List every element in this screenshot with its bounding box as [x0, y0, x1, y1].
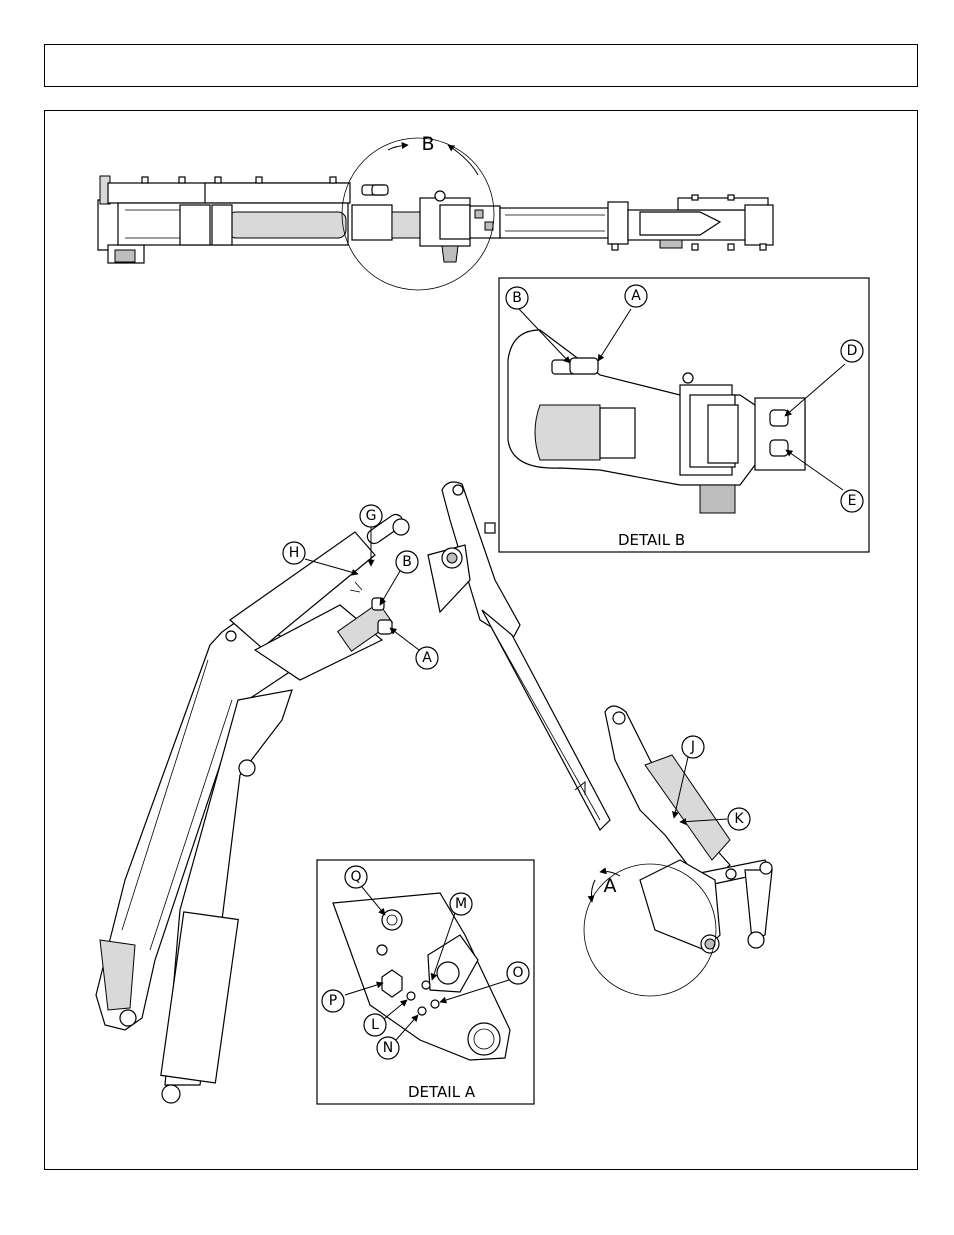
detail-a-callout-n: N [377, 1037, 399, 1059]
callout-b: B [396, 551, 418, 573]
svg-text:B: B [512, 290, 522, 306]
svg-text:B: B [402, 554, 412, 570]
callout-j: J [682, 736, 704, 758]
svg-text:A: A [422, 650, 432, 666]
section-marker-b: B [421, 133, 434, 155]
detail-a-callout-l: L [364, 1014, 386, 1036]
svg-text:L: L [371, 1017, 379, 1033]
detail-b-callout-b: B [506, 287, 528, 309]
svg-text:P: P [329, 993, 337, 1009]
callout-k: K [728, 808, 750, 830]
top-view-boom [98, 176, 773, 263]
svg-text:J: J [690, 739, 695, 755]
svg-text:G: G [366, 508, 377, 524]
detail-b-callout-e: E [841, 490, 863, 512]
detail-a-callout-o: O [507, 962, 529, 984]
detail-a-callout-q: Q [345, 866, 367, 888]
detail-b-caption: DETAIL B [618, 531, 685, 549]
svg-text:N: N [383, 1040, 393, 1056]
svg-text:Q: Q [350, 869, 361, 885]
svg-text:E: E [848, 493, 857, 509]
callout-a: A [416, 647, 438, 669]
detail-b-panel [499, 278, 869, 552]
detail-a-panel [317, 860, 534, 1104]
svg-text:O: O [512, 965, 523, 981]
callout-h: H [283, 542, 305, 564]
section-marker-a: A [604, 875, 617, 897]
svg-text:A: A [631, 288, 641, 304]
svg-text:H: H [289, 545, 300, 561]
callout-g: G [360, 505, 382, 527]
detail-b-callout-d: D [841, 340, 863, 362]
detail-a-callout-p: P [322, 990, 344, 1012]
svg-text:D: D [847, 343, 858, 359]
detail-b-callout-a: A [625, 285, 647, 307]
svg-text:M: M [455, 896, 467, 912]
detail-a-callout-m: M [450, 893, 472, 915]
svg-text:K: K [734, 811, 744, 827]
detail-a-caption: DETAIL A [408, 1083, 476, 1101]
